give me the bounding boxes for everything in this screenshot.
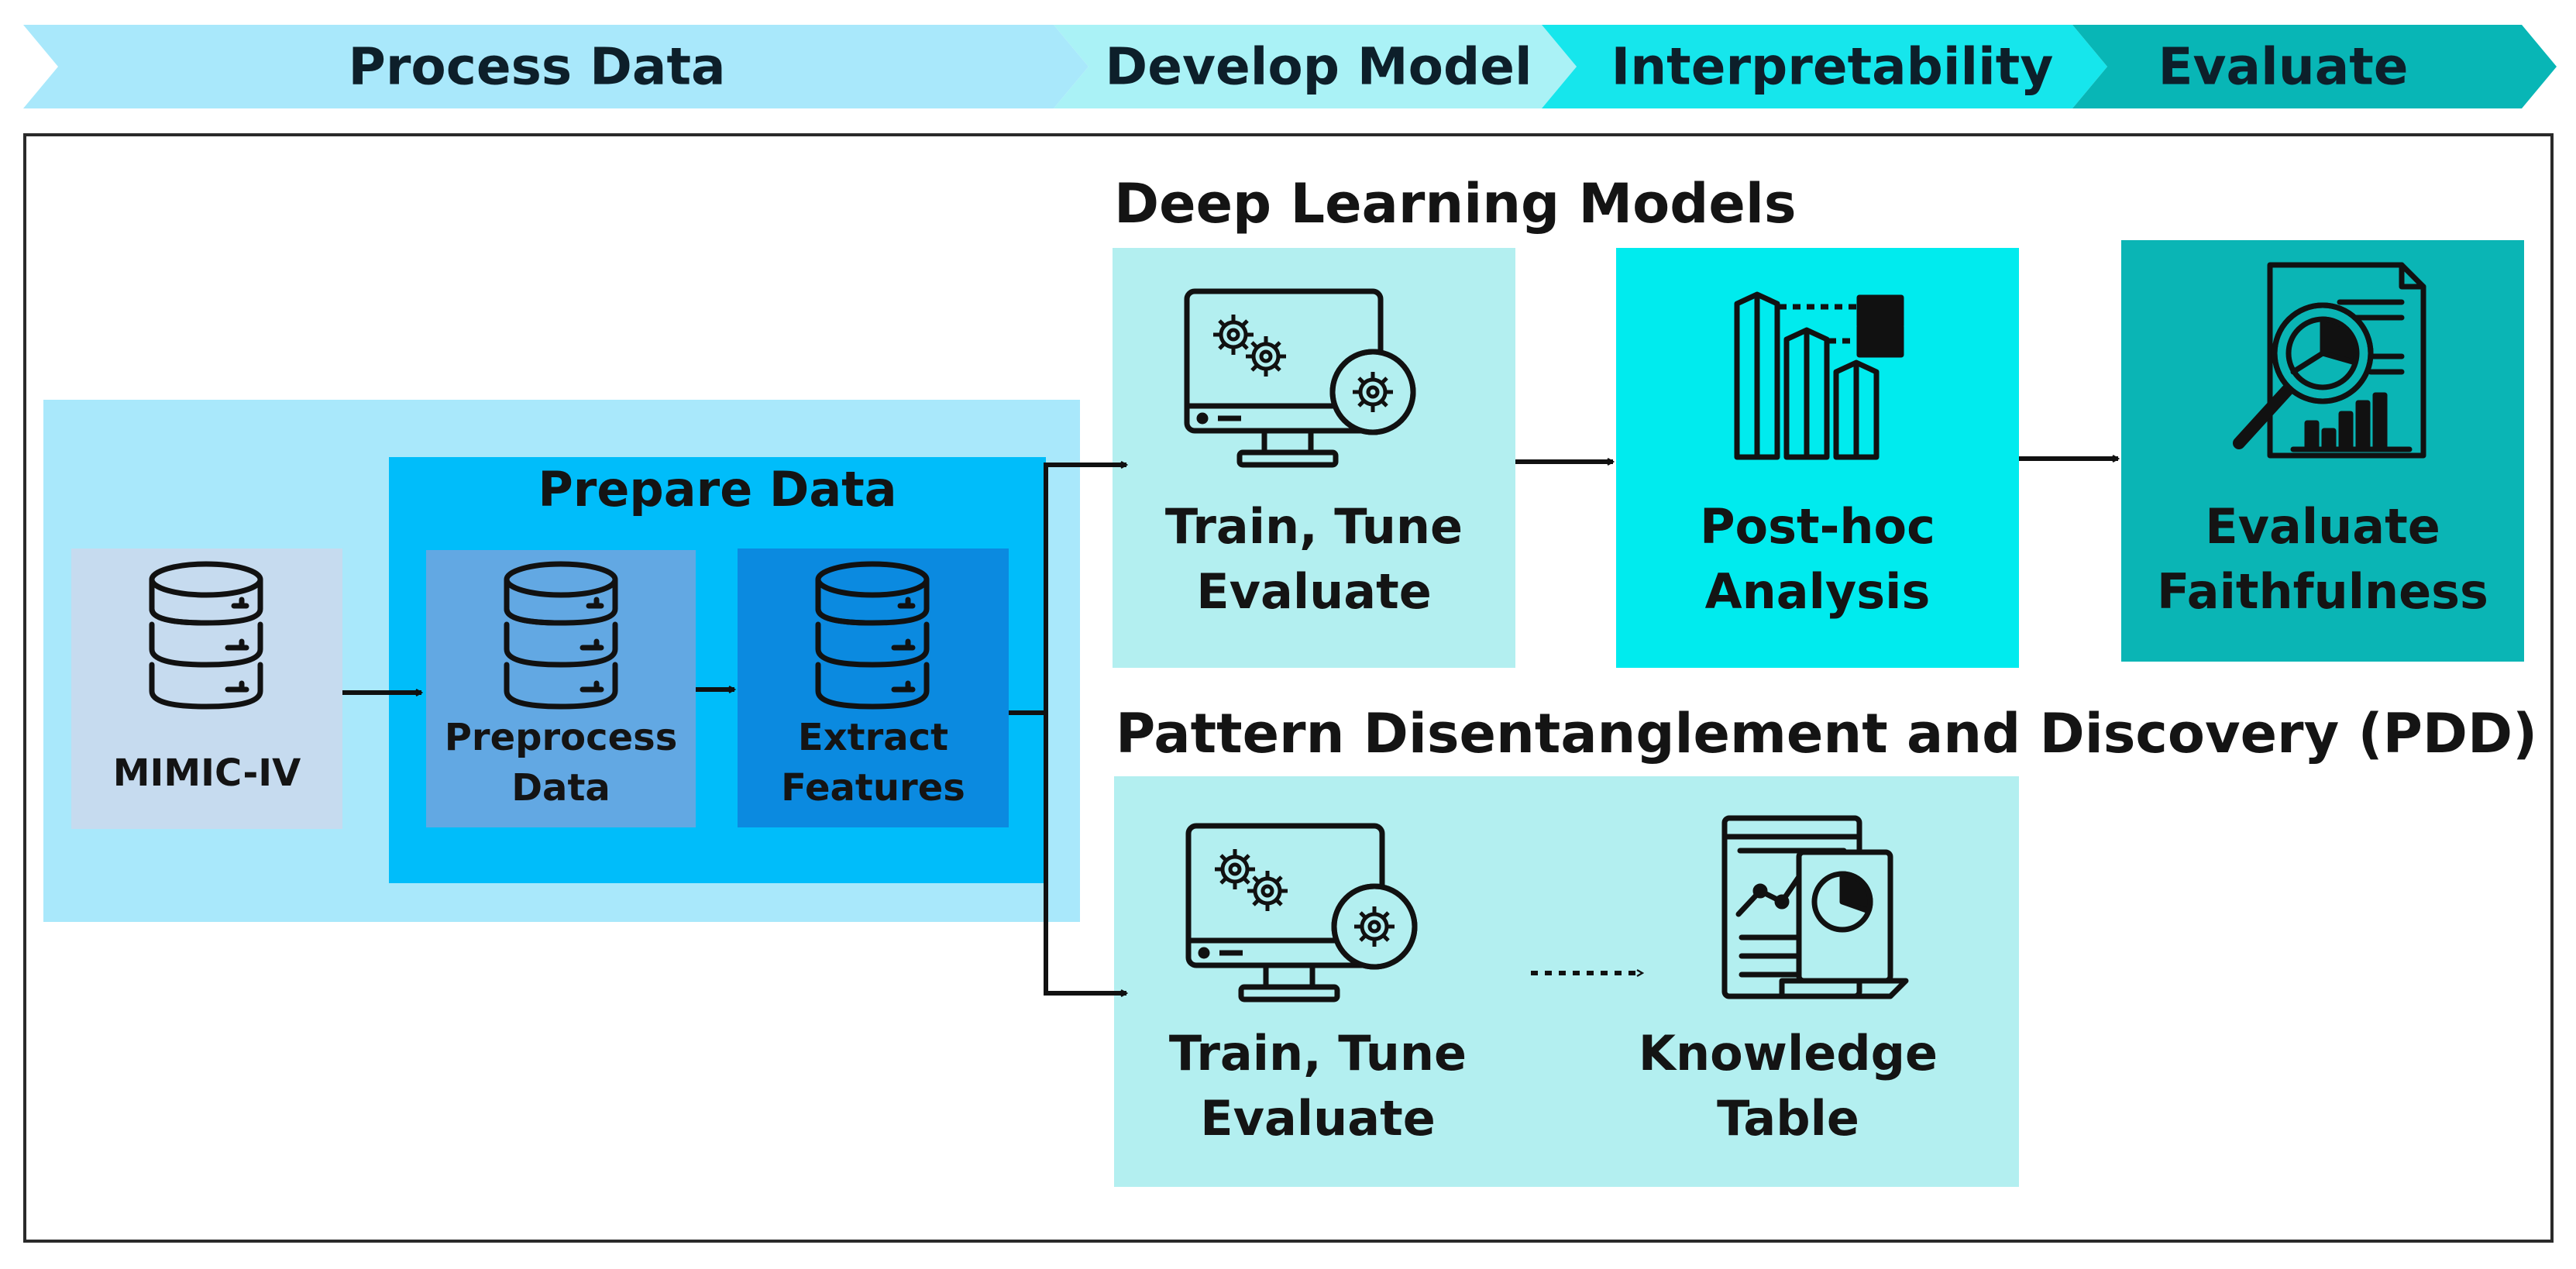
stage-label-evaluate: Evaluate [2158,36,2409,97]
bar-chart-icon [1734,291,1904,460]
arrow-extract-to-pdd [1044,713,1126,993]
stage-chevron-evaluate [2072,25,2557,108]
stage-chevron-process-data [23,25,1089,108]
dl-train-box: Train, Tune Evaluate [1113,248,1515,668]
stage-label-develop-model: Develop Model [1105,36,1532,97]
dl-train-label: Train, Tune Evaluate [1164,498,1463,620]
stage-chevron-develop-model [1054,25,1577,108]
faithfulness-label: Evaluate Faithfulness [2157,498,2488,620]
prepare-data-title: Prepare Data [538,461,897,518]
report-magnifier-icon [2233,262,2426,459]
arrow-extract-to-models [1009,465,1126,715]
flow-arrows [342,459,2118,993]
pdd-title: Pattern Disentanglement and Discovery (P… [1116,702,2538,765]
mimic-iv-label: MIMIC-IV [112,751,301,795]
extract-features-label: Extract Features [781,716,965,810]
monitor-gears-icon [1188,826,1415,999]
knowledge-table-label: Knowledge Table [1638,1025,1938,1147]
stage-label-process-data: Process Data [348,36,726,97]
preprocess-data-label: Preprocess Data [444,716,678,810]
database-icon [818,564,927,707]
diagram-frame [23,133,2554,1243]
deep-learning-title: Deep Learning Models [1114,172,1797,236]
database-icon [152,564,260,707]
pdd-train-label: Train, Tune Evaluate [1168,1025,1467,1147]
database-icon [507,564,615,707]
stage-banner [23,25,2557,108]
monitor-gears-icon [1187,291,1413,465]
stage-chevron-interpretability [1542,25,2107,108]
stage-label-interpretability: Interpretability [1611,36,2054,97]
dashboard-report-icon [1721,815,1909,999]
posthoc-label: Post-hoc Analysis [1700,498,1935,620]
